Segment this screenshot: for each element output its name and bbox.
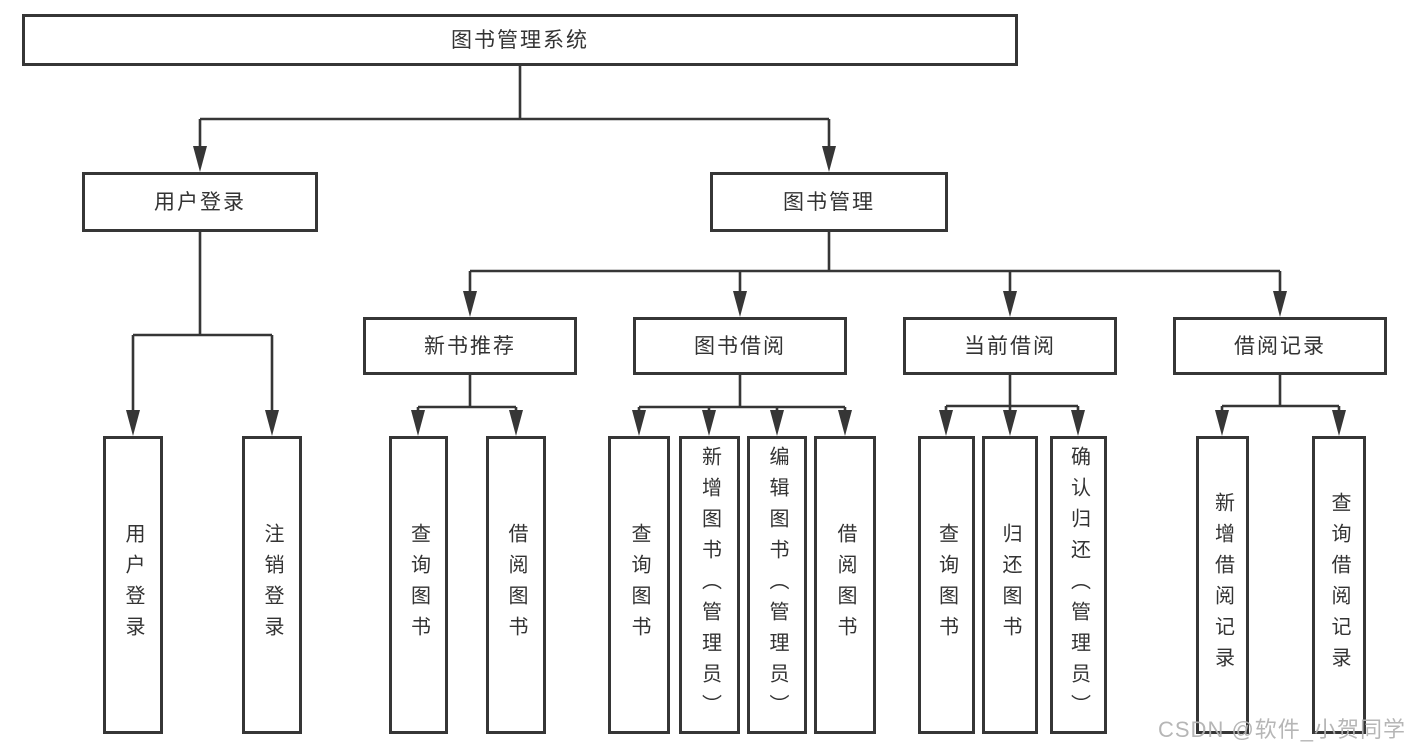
node-borrowing-records: 借阅记录 [1173, 317, 1387, 375]
node-label: 归还图书 [999, 523, 1021, 647]
node-label: 注销登录 [261, 523, 283, 647]
leaf-query-borrow-record: 查询借阅记录 [1312, 436, 1366, 734]
connector-lines [131, 66, 1341, 412]
node-label: 查询借阅记录 [1328, 492, 1350, 678]
leaf-logout: 注销登录 [242, 436, 302, 734]
leaf-confirm-return-admin: 确认归还（管理员） [1050, 436, 1107, 734]
node-user-login: 用户登录 [82, 172, 318, 232]
leaf-query-books-recommend: 查询图书 [389, 436, 448, 734]
node-label: 用户登录 [122, 523, 144, 647]
watermark: CSDN @软件_小贺同学 [1158, 717, 1405, 742]
node-book-borrowing: 图书借阅 [633, 317, 847, 375]
node-label: 借阅记录 [1234, 334, 1326, 358]
node-new-book-recommend: 新书推荐 [363, 317, 577, 375]
node-book-management: 图书管理 [710, 172, 948, 232]
node-label: 查询图书 [407, 523, 430, 647]
leaf-add-book-admin: 新增图书（管理员） [679, 436, 740, 734]
node-label: 当前借阅 [964, 334, 1056, 358]
node-current-borrowing: 当前借阅 [903, 317, 1117, 375]
leaf-borrow-books-recommend: 借阅图书 [486, 436, 546, 734]
node-label: 新书推荐 [424, 334, 516, 358]
node-label: 借阅图书 [505, 523, 527, 647]
node-label: 新增图书（管理员） [698, 445, 721, 725]
node-label: 查询图书 [628, 523, 650, 647]
node-label: 新增借阅记录 [1211, 492, 1234, 678]
node-label: 确认归还（管理员） [1067, 445, 1090, 725]
node-label: 图书管理 [783, 190, 875, 214]
node-label: 编辑图书（管理员） [766, 445, 788, 725]
leaf-edit-book-admin: 编辑图书（管理员） [747, 436, 807, 734]
leaf-add-borrow-record: 新增借阅记录 [1196, 436, 1249, 734]
leaf-borrow-books-borrow: 借阅图书 [814, 436, 876, 734]
arrowheads [126, 146, 1346, 436]
node-label: 借阅图书 [834, 523, 856, 647]
node-label: 用户登录 [154, 190, 246, 214]
leaf-return-books: 归还图书 [982, 436, 1038, 734]
node-label: 图书借阅 [694, 334, 786, 358]
node-library-system-root: 图书管理系统 [22, 14, 1018, 66]
node-label: 图书管理系统 [451, 28, 589, 52]
node-label: 查询图书 [935, 523, 958, 647]
leaf-query-books-current: 查询图书 [918, 436, 975, 734]
leaf-query-books-borrow: 查询图书 [608, 436, 670, 734]
leaf-user-login: 用户登录 [103, 436, 163, 734]
